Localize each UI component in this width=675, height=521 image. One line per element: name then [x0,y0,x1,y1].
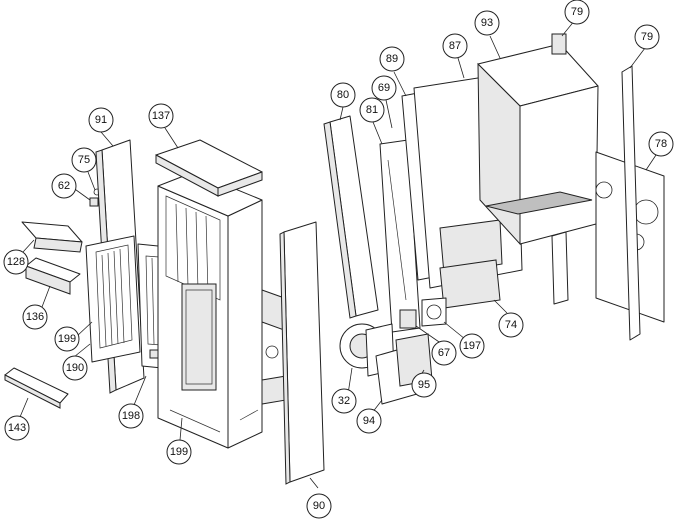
svg-text:94: 94 [363,415,375,427]
part-93-firebox [477,33,599,305]
part-143-trim [4,367,69,409]
callout-128: 128 [3,249,29,275]
svg-text:199: 199 [58,333,76,345]
svg-text:80: 80 [337,89,349,101]
callout-79-top: 79 [564,0,590,25]
svg-text:89: 89 [386,53,398,65]
svg-text:143: 143 [8,422,26,434]
svg-text:128: 128 [7,256,25,268]
svg-text:95: 95 [418,379,430,391]
part-79-rail [621,65,641,341]
callout-90: 90 [306,493,332,519]
part-80-side-panel [323,115,379,319]
callout-87: 87 [442,33,468,59]
svg-text:198: 198 [122,410,140,422]
svg-text:79: 79 [641,31,653,43]
callout-94: 94 [356,408,382,434]
part-197-gasket [421,297,447,327]
callout-95: 95 [411,372,437,398]
callout-199-lower: 199 [166,439,192,465]
callout-80: 80 [330,82,356,108]
svg-text:190: 190 [66,362,84,374]
callout-81: 81 [359,97,385,123]
svg-text:78: 78 [655,138,667,150]
callout-74: 74 [498,312,524,338]
cabinet-body [157,171,263,449]
part-67-bracket [399,309,417,329]
callout-75: 75 [71,147,97,173]
part-137-top-cap [155,139,263,197]
svg-text:199: 199 [170,446,188,458]
svg-text:87: 87 [449,40,461,52]
svg-text:79: 79 [571,6,583,18]
svg-text:32: 32 [338,395,350,407]
callout-91: 91 [88,107,114,133]
svg-text:81: 81 [366,104,378,116]
callout-197: 197 [459,333,485,359]
svg-text:62: 62 [58,180,70,192]
callout-199-upper: 199 [54,326,80,352]
svg-text:90: 90 [313,500,325,512]
callout-69: 69 [371,75,397,101]
svg-text:67: 67 [438,347,450,359]
callout-93: 93 [474,10,500,36]
callout-32: 32 [331,388,357,414]
part-136-deflector [25,257,81,295]
svg-text:74: 74 [505,319,517,331]
callout-137: 137 [148,103,174,129]
part-199-door-frame [85,235,141,363]
svg-text:197: 197 [463,340,481,352]
callout-143: 143 [4,415,30,441]
svg-text:75: 75 [78,154,90,166]
svg-text:136: 136 [26,311,44,323]
callout-62: 62 [51,173,77,199]
part-128-deflector [21,221,83,253]
svg-text:93: 93 [481,17,493,29]
callout-78: 78 [648,131,674,157]
part-74-baffle [439,259,501,309]
callout-67: 67 [431,340,457,366]
part-90-front-panel [279,221,325,485]
svg-text:69: 69 [378,82,390,94]
callout-136: 136 [22,304,48,330]
svg-text:91: 91 [95,114,107,126]
callout-190: 190 [62,355,88,381]
svg-text:137: 137 [152,110,170,122]
callout-198: 198 [118,403,144,429]
callout-89: 89 [379,46,405,72]
leader-lines [19,19,657,489]
callout-79-right: 79 [634,24,660,50]
